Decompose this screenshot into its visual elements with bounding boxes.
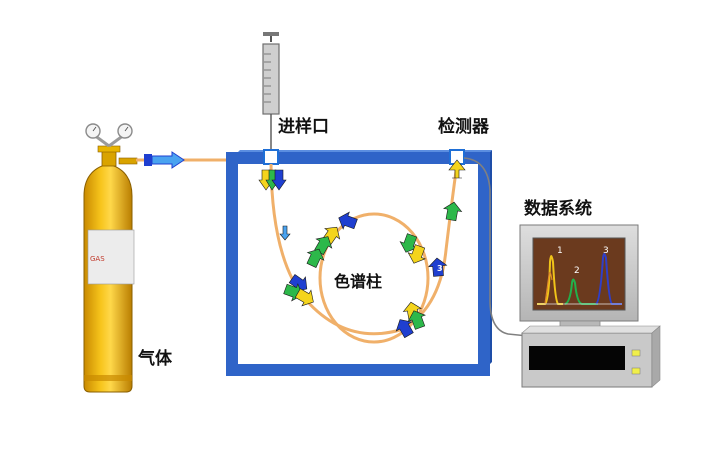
data-system-label: 数据系统	[524, 199, 592, 219]
cylinder-tag: GAS	[90, 255, 105, 263]
column-label: 色谱柱	[334, 272, 383, 291]
gas-cylinder-icon	[83, 145, 135, 393]
signal-cable	[463, 157, 529, 337]
gas-label: 气体	[138, 349, 172, 369]
pressure-gauge-icon	[85, 123, 138, 165]
syringe-icon	[262, 32, 280, 152]
sample-band-arrows	[258, 159, 466, 339]
column-oven	[226, 150, 492, 376]
chromatogram	[537, 253, 622, 305]
peak-label-2: 2	[574, 266, 580, 276]
flow-arrow	[144, 151, 185, 169]
peak-label-3: 3	[603, 246, 609, 256]
injector-label: 进样口	[278, 117, 329, 137]
detector-label: 检测器	[438, 117, 489, 137]
peak-label-1: 1	[557, 246, 563, 256]
band-badge: 3	[437, 264, 443, 273]
capillary-column	[269, 163, 459, 344]
computer-monitor-icon	[519, 224, 661, 388]
injector-port	[263, 149, 279, 165]
